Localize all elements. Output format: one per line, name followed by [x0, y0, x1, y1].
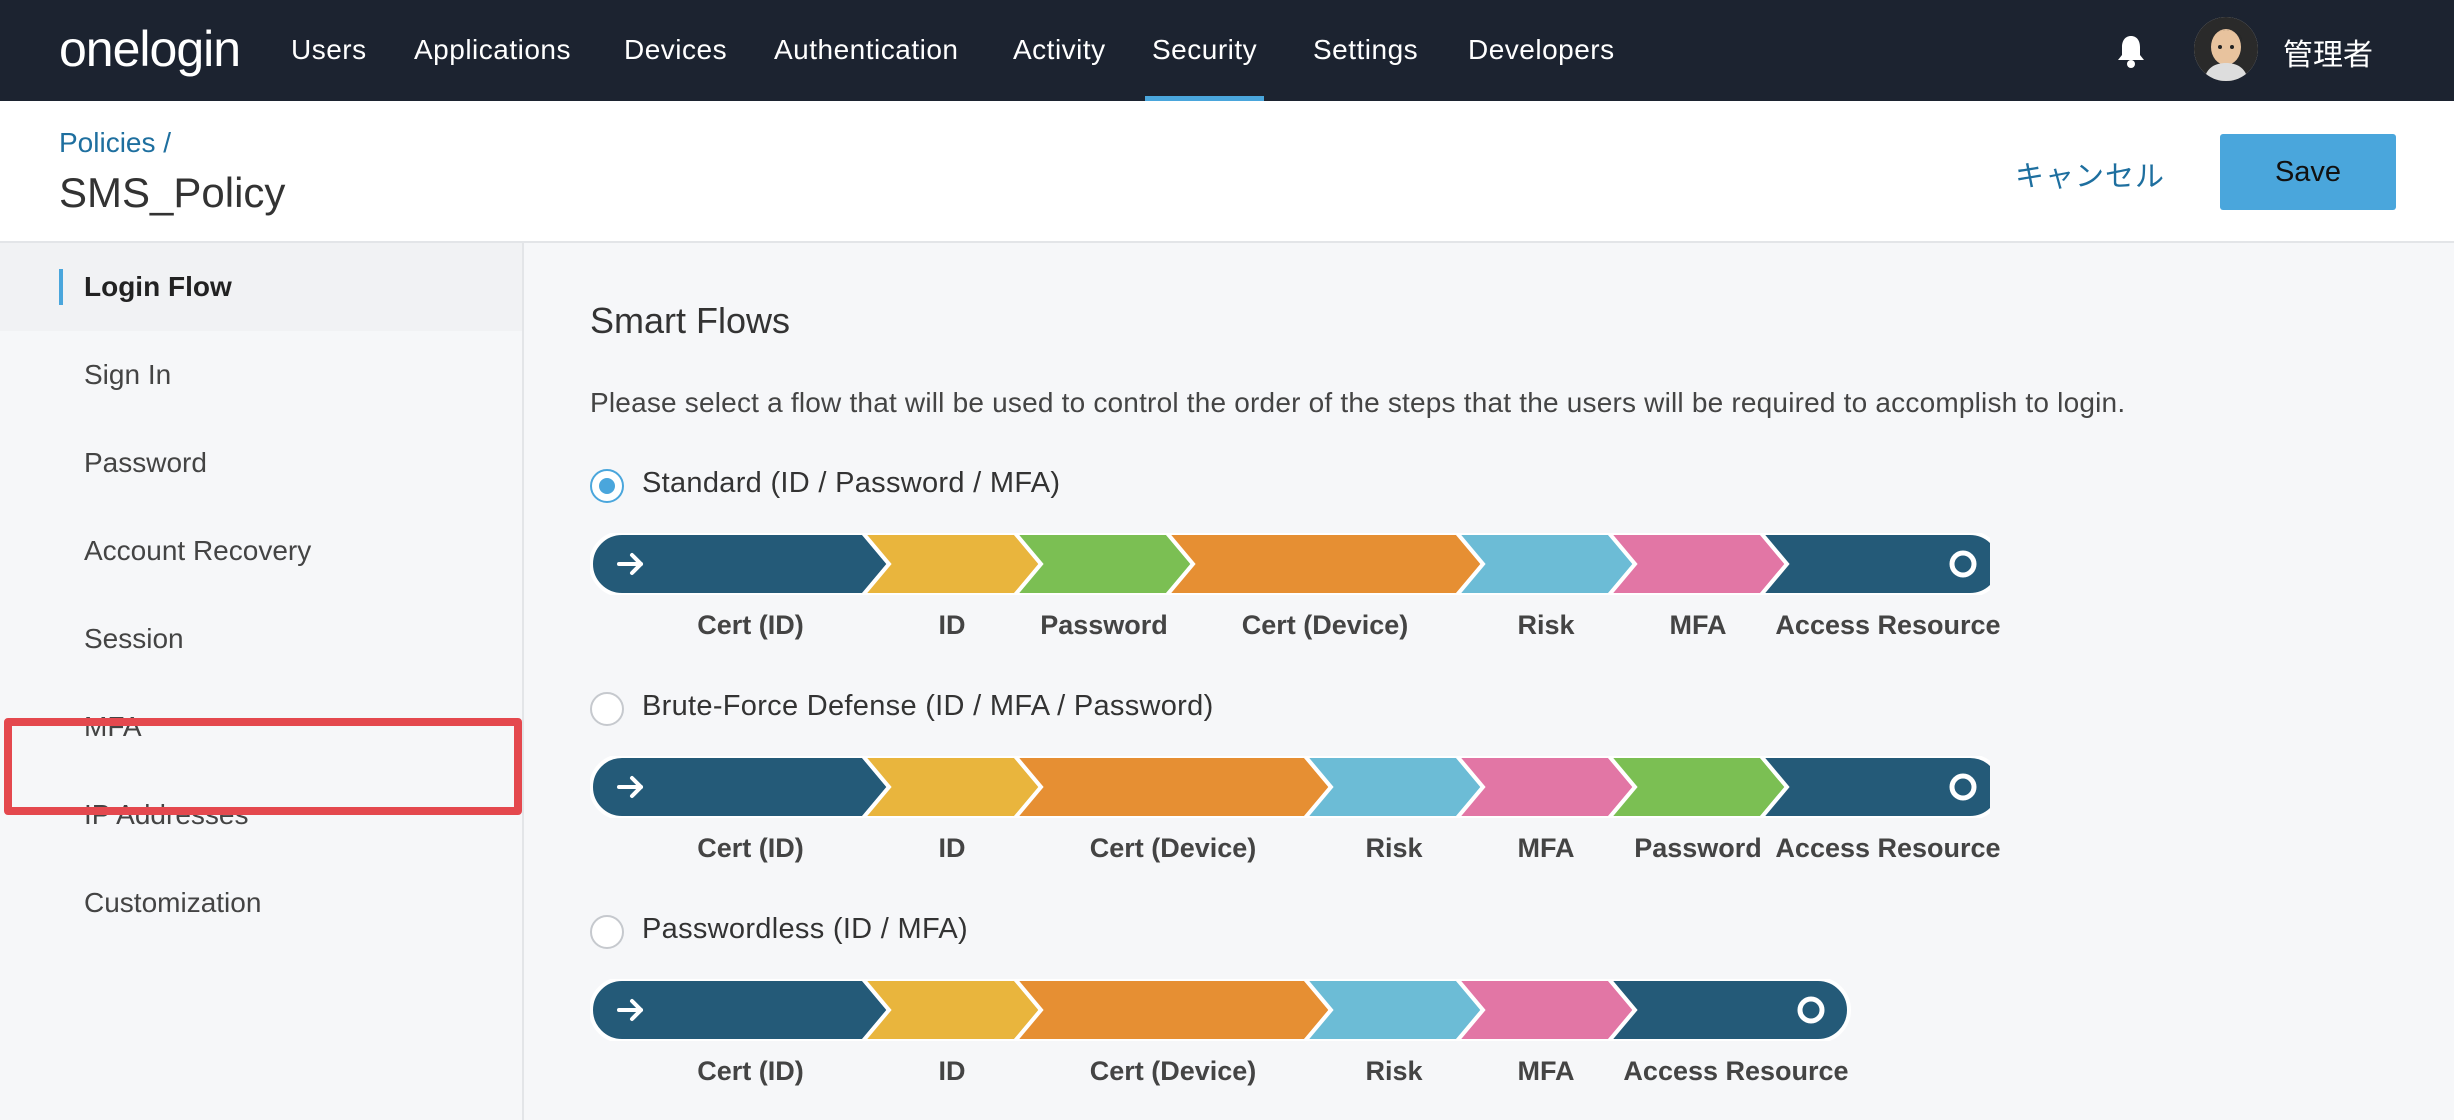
- radio-standard[interactable]: [590, 469, 624, 503]
- end-circle-icon: [1797, 996, 1825, 1024]
- nav-activity[interactable]: Activity: [1013, 34, 1106, 65]
- flow-step-label: ID: [938, 1056, 966, 1086]
- flow-step-mfa: [1606, 533, 1790, 595]
- flow-step-label: Risk: [1365, 1056, 1423, 1086]
- breadcrumb[interactable]: Policies /: [59, 127, 172, 158]
- nav-devices[interactable]: Devices: [624, 34, 728, 65]
- arrow-right-icon: [617, 553, 643, 575]
- flow-step-label: Risk: [1517, 610, 1575, 640]
- flow-step-label: Access Resource: [1775, 833, 2001, 863]
- sidebar-item-ip-addresses[interactable]: IP Addresses: [84, 799, 249, 830]
- sidebar-item-session[interactable]: Session: [84, 623, 184, 654]
- flow-step-cert-device: [1012, 979, 1334, 1041]
- end-circle-icon: [1949, 773, 1977, 801]
- flow-step-label: Password: [1634, 833, 1762, 863]
- flow-step-label: Access Resource: [1775, 610, 2001, 640]
- flow-step-risk: [1454, 533, 1638, 595]
- radio-passwordless[interactable]: [590, 915, 624, 949]
- flow-step-mfa: [1454, 756, 1638, 818]
- avatar[interactable]: [2194, 17, 2258, 81]
- flow-step-label: Cert (ID): [697, 833, 804, 863]
- flow-step-cert-device: [1012, 756, 1334, 818]
- flow-label[interactable]: Brute-Force Defense (ID / MFA / Password…: [642, 690, 1214, 722]
- page-header: Policies / SMS_Policy キャンセル Save: [0, 101, 2454, 243]
- sidebar-item-login-flow[interactable]: Login Flow: [0, 243, 522, 331]
- flow-diagram-passwordless: [590, 979, 1851, 1041]
- flow-step-access-resource: [1758, 533, 1990, 595]
- sidebar-item-sign-in[interactable]: Sign In: [84, 359, 172, 390]
- flow-step-id: [860, 533, 1044, 595]
- flow-label[interactable]: Standard (ID / Password / MFA): [642, 467, 1061, 499]
- cancel-button[interactable]: キャンセル: [2015, 161, 2166, 193]
- flow-step-label: Access Resource: [1623, 1056, 1849, 1086]
- flow-step-label: Cert (Device): [1241, 610, 1409, 640]
- nav-users[interactable]: Users: [291, 34, 367, 65]
- section-title: Smart Flows: [590, 300, 791, 341]
- nav-developers[interactable]: Developers: [1468, 34, 1615, 65]
- flow-step-access-resource: [1606, 979, 1851, 1041]
- flow-step-label: Cert (Device): [1089, 1056, 1257, 1086]
- flow-step-cert-device: [1164, 533, 1486, 595]
- radio-brute-force[interactable]: [590, 692, 624, 726]
- flow-step-label: MFA: [1517, 1056, 1575, 1086]
- flow-step-label: Cert (ID): [697, 1056, 804, 1086]
- flow-step-risk: [1302, 756, 1486, 818]
- flow-step-password: [1012, 533, 1196, 595]
- flow-step-mfa: [1454, 979, 1638, 1041]
- sidebar-item-mfa[interactable]: MFA: [84, 711, 142, 742]
- sidebar-item-customization[interactable]: Customization: [84, 887, 262, 918]
- onelogin-logo[interactable]: onelogin: [59, 21, 241, 77]
- flow-step-label: Password: [1040, 610, 1168, 640]
- flow-step-id: [860, 979, 1044, 1041]
- flow-step-cert-id: [590, 533, 892, 595]
- flow-step-cert-id: [590, 756, 892, 818]
- flow-step-label: ID: [938, 833, 966, 863]
- username[interactable]: 管理者: [2283, 39, 2373, 72]
- flow-step-label: Risk: [1365, 833, 1423, 863]
- flow-label[interactable]: Passwordless (ID / MFA): [642, 913, 968, 945]
- flow-step-label: MFA: [1517, 833, 1575, 863]
- section-description: Please select a flow that will be used t…: [590, 387, 2126, 418]
- nav-applications[interactable]: Applications: [414, 34, 571, 65]
- user-portrait-icon: [2194, 17, 2258, 81]
- sidebar-item-password[interactable]: Password: [84, 447, 207, 478]
- flow-step-cert-id: [590, 979, 892, 1041]
- bell-icon[interactable]: [2115, 34, 2147, 68]
- arrow-right-icon: [617, 776, 643, 798]
- sidebar: Login Flow Sign In Password Account Reco…: [0, 243, 524, 1120]
- nav-settings[interactable]: Settings: [1313, 34, 1419, 65]
- flow-step-label: MFA: [1669, 610, 1727, 640]
- flow-step-label: Cert (ID): [697, 610, 804, 640]
- arrow-right-icon: [617, 999, 643, 1021]
- flow-step-label: ID: [938, 610, 966, 640]
- flow-step-access-resource: [1758, 756, 1990, 818]
- flow-diagram-brute-force: [590, 756, 1990, 818]
- end-circle-icon: [1949, 550, 1977, 578]
- flow-step-risk: [1302, 979, 1486, 1041]
- page-title: SMS_Policy: [59, 169, 286, 216]
- nav-authentication[interactable]: Authentication: [774, 34, 959, 65]
- sidebar-item-account-recovery[interactable]: Account Recovery: [84, 535, 312, 566]
- nav-security[interactable]: Security: [1145, 0, 1265, 101]
- flow-step-label: Cert (Device): [1089, 833, 1257, 863]
- save-button[interactable]: Save: [2220, 134, 2396, 210]
- flow-step-password: [1606, 756, 1790, 818]
- flow-diagram-standard: [590, 533, 1990, 595]
- flow-step-id: [860, 756, 1044, 818]
- top-nav: onelogin Users Applications Devices Auth…: [0, 0, 2454, 101]
